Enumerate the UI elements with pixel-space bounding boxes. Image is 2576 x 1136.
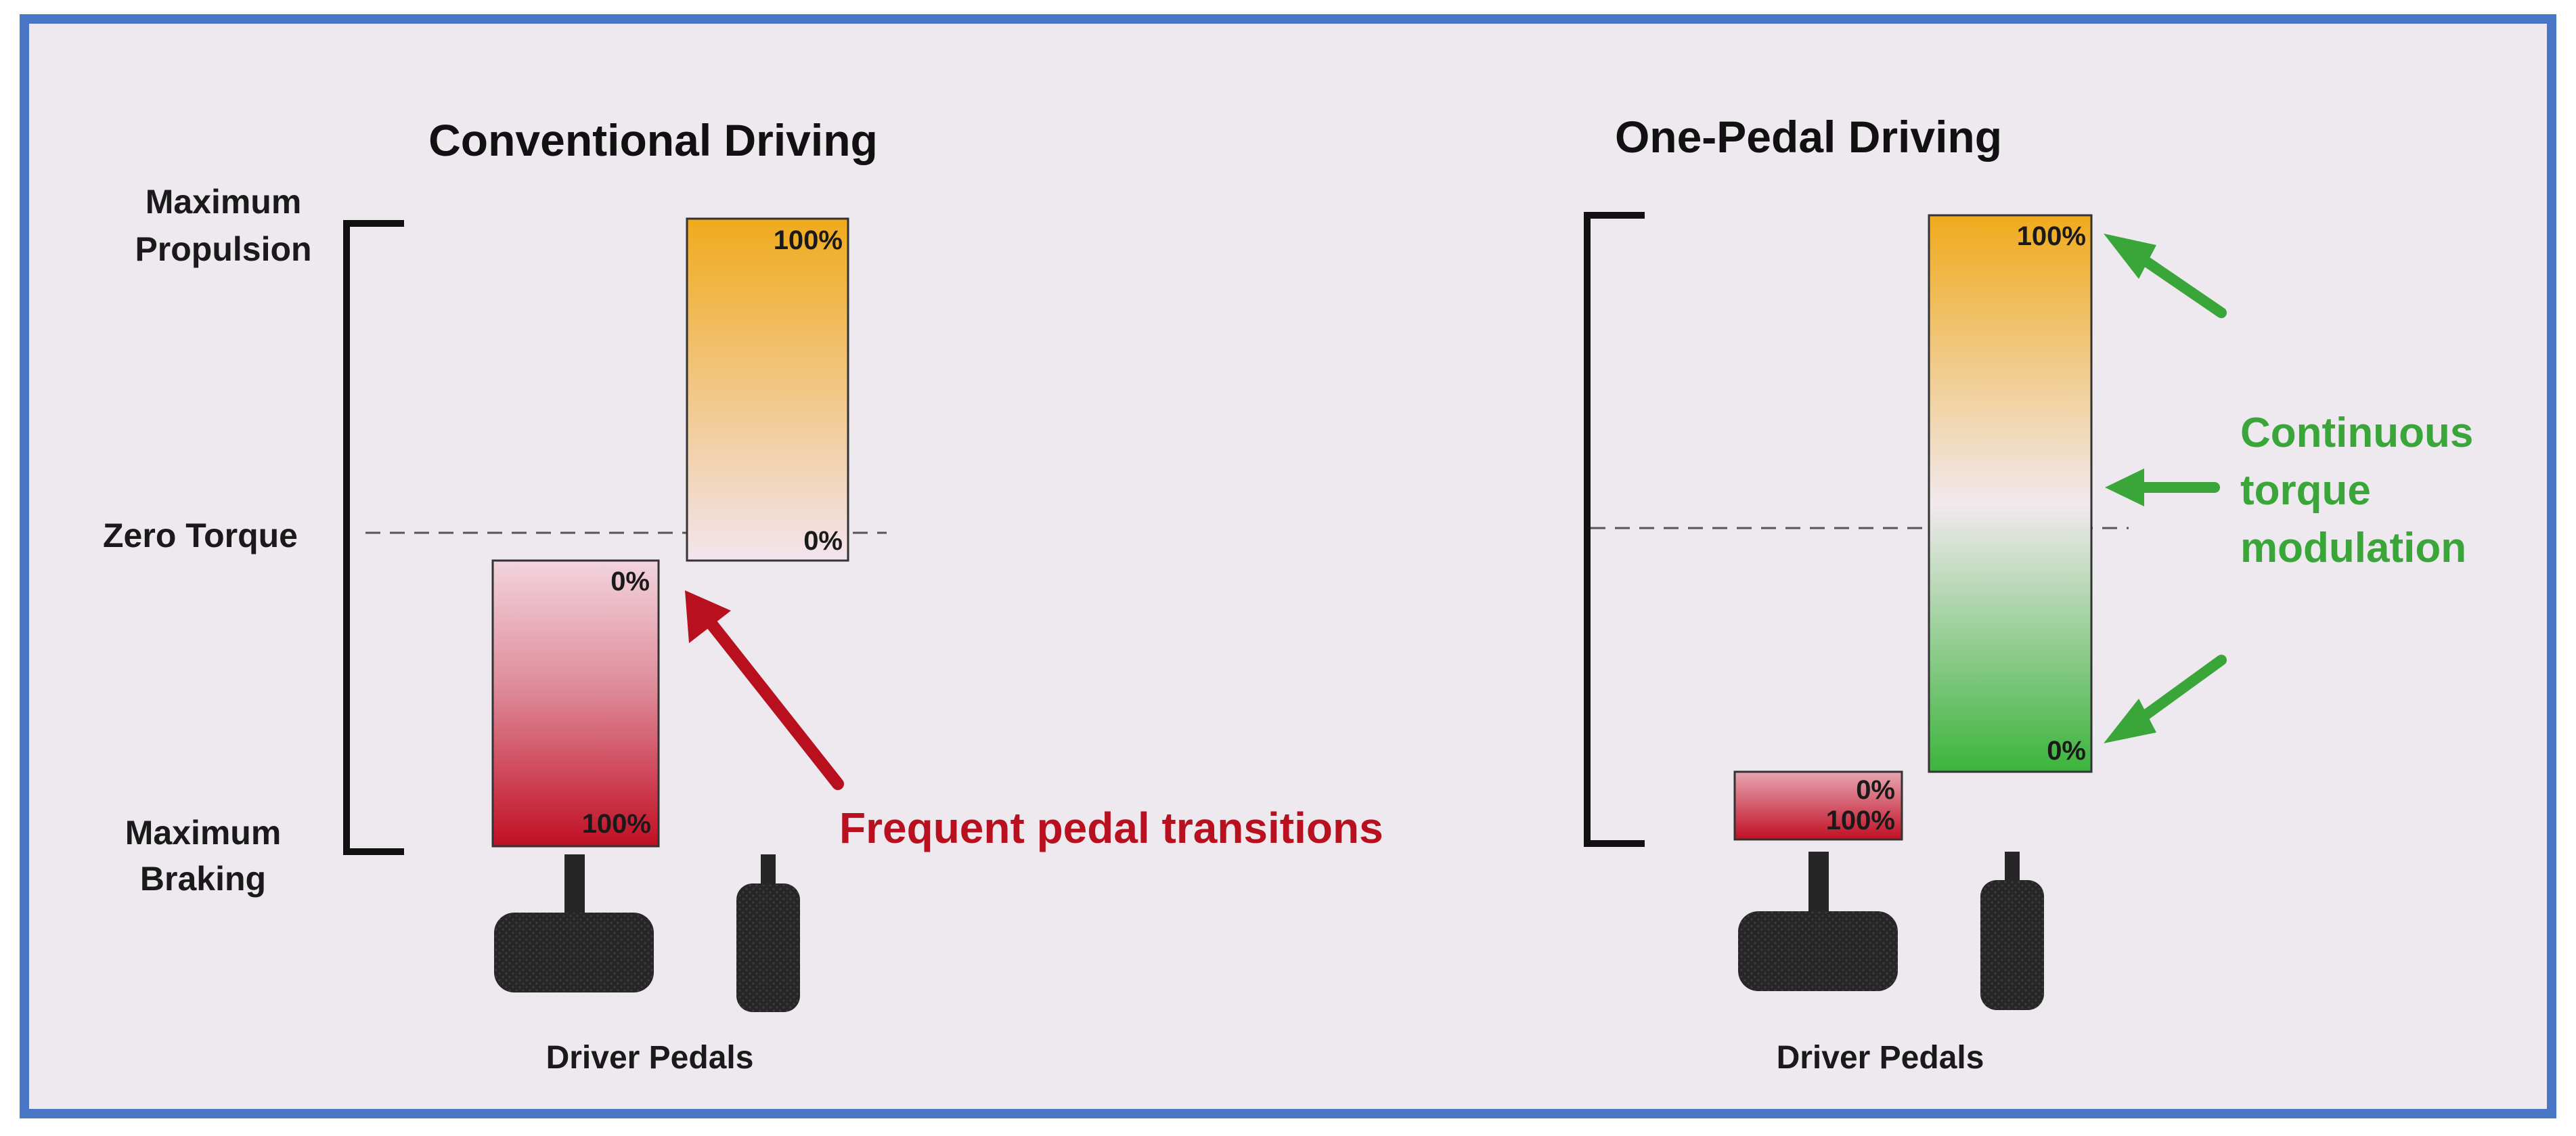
transition-arrow-icon — [685, 590, 844, 790]
label-zero-torque: Zero Torque — [103, 517, 298, 554]
one-pedal-pedals-label: Driver Pedals — [1777, 1040, 1984, 1076]
label-max-braking-line1: Maximum — [125, 814, 282, 852]
conventional-title: Conventional Driving — [428, 115, 878, 165]
conventional-accelerator-pedal-icon — [736, 854, 800, 1012]
one-pedal-title: One-Pedal Driving — [1615, 112, 2002, 162]
conventional-axis-bracket — [343, 220, 404, 855]
conventional-accelerator-bar — [686, 217, 849, 562]
one-pedal-brake-top-label: 0% — [1856, 775, 1895, 805]
label-max-braking-line2: Braking — [140, 860, 266, 898]
conventional-brake-pedal-icon — [494, 854, 654, 992]
conventional-brake-top-label: 0% — [610, 567, 650, 596]
one-pedal-accelerator-bottom-label: 0% — [2047, 736, 2086, 766]
conventional-accelerator-bottom-label: 0% — [803, 526, 843, 556]
one-pedal-accelerator-bar — [1928, 214, 2093, 773]
conventional-accelerator-top-label: 100% — [774, 225, 843, 255]
one-pedal-brake-bar — [1733, 770, 1903, 841]
diagram-background — [20, 14, 2556, 1118]
label-max-propulsion-line2: Propulsion — [135, 230, 311, 268]
label-max-propulsion-line1: Maximum — [146, 183, 302, 221]
one-pedal-annotation-line1: Continuous — [2240, 410, 2473, 456]
conventional-pedals-label: Driver Pedals — [546, 1040, 754, 1076]
one-pedal-accelerator-pedal-icon — [1980, 852, 2044, 1010]
modulation-arrow-middle-icon — [2105, 468, 2220, 506]
one-pedal-brake-bottom-label: 100% — [1826, 806, 1895, 835]
one-pedal-axis-bracket — [1584, 212, 1645, 847]
one-pedal-brake-pedal-icon — [1738, 852, 1898, 991]
one-pedal-annotation-line2: torque — [2240, 467, 2371, 514]
modulation-arrow-top-icon — [2104, 234, 2227, 318]
conventional-brake-bottom-label: 100% — [582, 809, 651, 839]
one-pedal-accelerator-top-label: 100% — [2017, 221, 2086, 251]
one-pedal-annotation-line3: modulation — [2240, 525, 2466, 571]
conventional-brake-bar — [491, 559, 660, 848]
modulation-arrow-bottom-icon — [2104, 655, 2227, 743]
conventional-annotation: Frequent pedal transitions — [839, 804, 1383, 852]
